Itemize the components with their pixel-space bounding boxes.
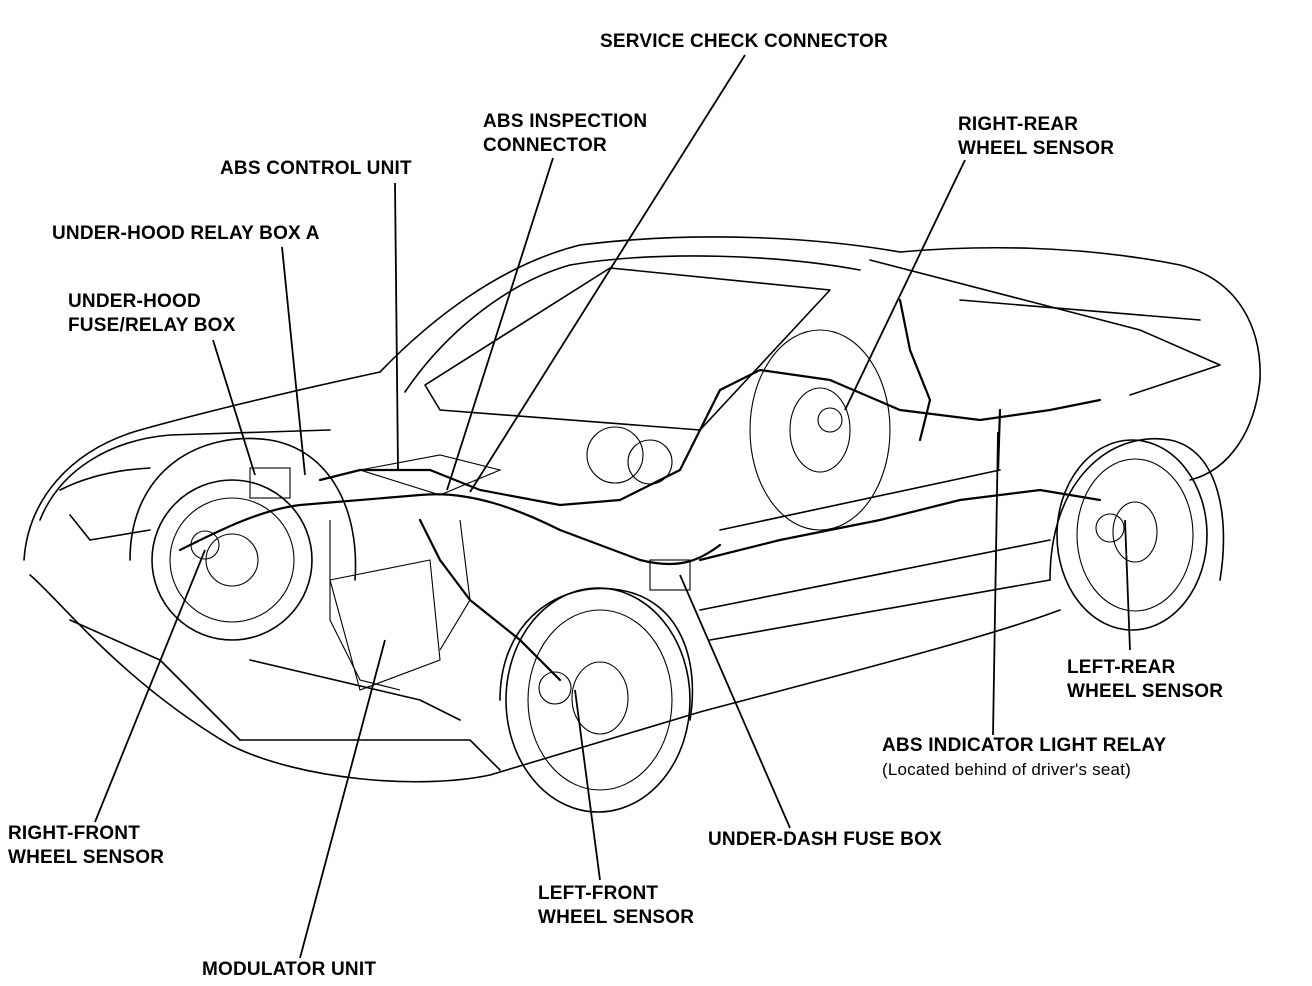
label-abs-indicator-light-relay-note: (Located behind of driver's seat) xyxy=(882,760,1131,779)
label-under-dash-fuse-box: UNDER-DASH FUSE BOX xyxy=(708,829,942,850)
label-abs-control-unit: ABS CONTROL UNIT xyxy=(220,158,412,179)
leader-right-front-wheel-sensor xyxy=(94,549,206,823)
car-body-outline xyxy=(23,236,1261,813)
abs-wiring-harness xyxy=(178,298,1125,705)
leader-left-front-wheel-sensor xyxy=(574,689,601,881)
label-right-front-wheel-sensor: RIGHT-FRONT WHEEL SENSOR xyxy=(8,823,165,868)
label-left-rear-wheel-sensor: LEFT-REAR WHEEL SENSOR xyxy=(1067,657,1224,702)
label-under-hood-fuse-relay-box: UNDER-HOOD FUSE/RELAY BOX xyxy=(68,291,236,336)
label-left-front-wheel-sensor: LEFT-FRONT WHEEL SENSOR xyxy=(538,883,695,928)
leader-modulator-unit xyxy=(299,639,386,959)
label-under-hood-relay-box-a: UNDER-HOOD RELAY BOX A xyxy=(52,223,320,244)
leader-under-hood-relay-box-a xyxy=(281,246,306,476)
label-abs-indicator-light-relay: ABS INDICATOR LIGHT RELAY (Located behin… xyxy=(882,734,1166,782)
leader-abs-inspection-connector xyxy=(446,157,554,491)
leader-service-check-connector xyxy=(469,54,746,493)
leader-left-rear-wheel-sensor xyxy=(1124,519,1131,651)
label-service-check-connector: SERVICE CHECK CONNECTOR xyxy=(600,31,888,52)
label-modulator-unit: MODULATOR UNIT xyxy=(202,959,377,980)
leader-under-hood-fuse-relay-box xyxy=(212,339,256,476)
leader-abs-indicator-light-relay xyxy=(992,431,999,736)
leader-under-dash-fuse-box xyxy=(679,574,791,829)
leader-right-rear-wheel-sensor xyxy=(844,159,966,411)
label-abs-inspection-connector: ABS INSPECTION CONNECTOR xyxy=(483,111,648,156)
leader-abs-control-unit xyxy=(394,182,399,471)
leader-lines xyxy=(94,54,1131,959)
label-right-rear-wheel-sensor: RIGHT-REAR WHEEL SENSOR xyxy=(958,114,1115,159)
